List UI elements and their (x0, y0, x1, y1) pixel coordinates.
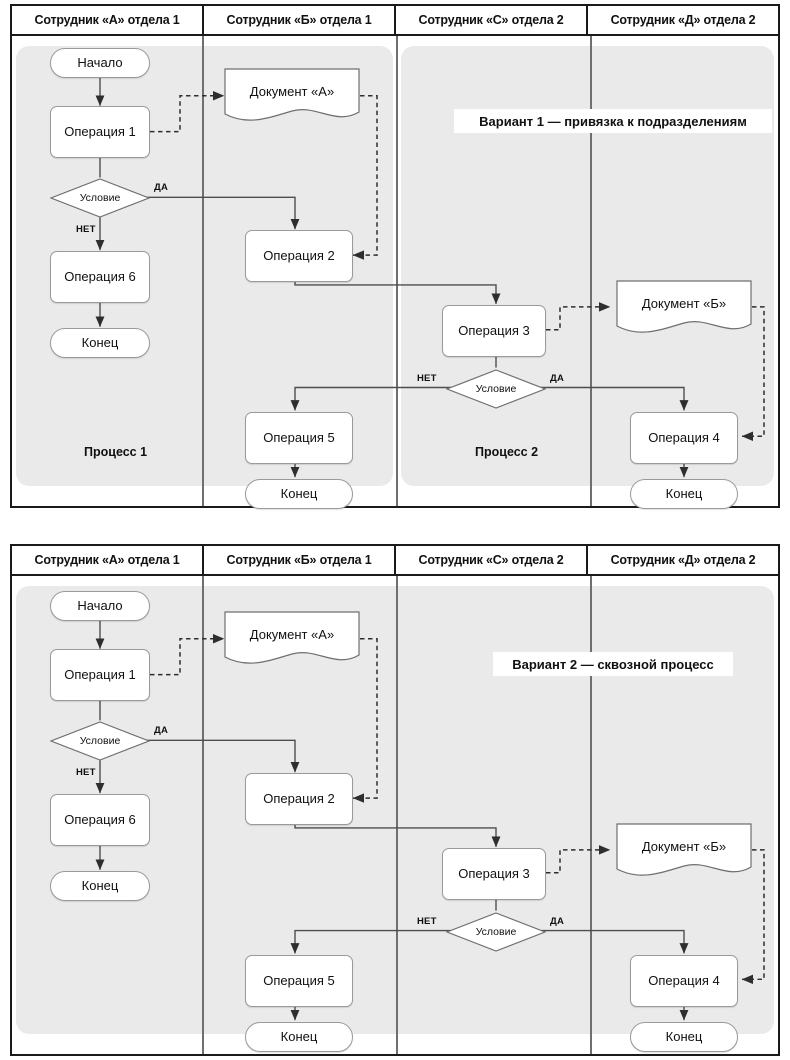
node-operation-6[interactable]: Операция 6 (50, 251, 150, 303)
node-end-5[interactable]: Конец (245, 1022, 353, 1052)
lane-divider-4 (202, 576, 204, 1054)
node-operation-5[interactable]: Операция 5 (245, 412, 353, 464)
node-operation-4[interactable]: Операция 4 (630, 412, 738, 464)
node-condition-1[interactable]: Условие (50, 178, 150, 218)
node-condition-4-label: Условие (475, 926, 517, 938)
edge-label-no-2: НЕТ (417, 373, 437, 384)
node-operation-1[interactable]: Операция 1 (50, 106, 150, 158)
node-operation-3-b[interactable]: Операция 3 (442, 848, 546, 900)
node-operation-5-b[interactable]: Операция 5 (245, 955, 353, 1007)
lane-header-row-2: Сотрудник «А» отдела 1 Сотрудник «Б» отд… (12, 546, 778, 576)
lane-header-employee-b: Сотрудник «Б» отдела 1 (204, 6, 396, 34)
lane-header-employee-b-2: Сотрудник «Б» отдела 1 (204, 546, 396, 574)
node-operation-1-b[interactable]: Операция 1 (50, 649, 150, 701)
pool-label-process-1: Процесс 1 (84, 445, 148, 459)
node-condition-1-label: Условие (79, 192, 121, 204)
lane-divider-2 (396, 36, 398, 506)
lane-divider-1 (202, 36, 204, 506)
node-condition-2-label: Условие (475, 383, 517, 395)
pool-label-process-2: Процесс 2 (475, 445, 539, 459)
node-operation-4-b[interactable]: Операция 4 (630, 955, 738, 1007)
node-document-a-2[interactable]: Документ «А» (224, 611, 360, 667)
edge-label-yes-3: ДА (154, 725, 169, 736)
node-document-b-1-label: Документ «Б» (641, 295, 727, 311)
node-end-2[interactable]: Конец (245, 479, 353, 509)
node-document-b-2[interactable]: Документ «Б» (616, 823, 752, 879)
node-condition-2[interactable]: Условие (446, 369, 546, 409)
banner-variant-1: Вариант 1 — привязка к подразделениям (454, 109, 772, 133)
lane-header-row-1: Сотрудник «А» отдела 1 Сотрудник «Б» отд… (12, 6, 778, 36)
lane-header-employee-d: Сотрудник «Д» отдела 2 (610, 13, 756, 27)
lane-divider-5 (396, 576, 398, 1054)
diagram-1-body: Начало Операция 1 Условие ДА НЕТ Операци… (12, 36, 778, 509)
edge-label-yes-2: ДА (550, 373, 565, 384)
lane-header-employee-c-2: Сотрудник «С» отдела 2 (396, 546, 588, 574)
node-condition-3-label: Условие (79, 735, 121, 747)
lane-divider-6 (590, 576, 592, 1054)
lane-header-employee-d-2: Сотрудник «Д» отдела 2 (610, 553, 756, 567)
edge-label-no-4: НЕТ (417, 916, 437, 927)
node-start-1[interactable]: Начало (50, 48, 150, 78)
diagram-variant-1: Сотрудник «А» отдела 1 Сотрудник «Б» отд… (10, 4, 780, 509)
lane-header-employee-c: Сотрудник «С» отдела 2 (396, 6, 588, 34)
node-end-1[interactable]: Конец (50, 328, 150, 358)
edge-label-yes-1: ДА (154, 182, 169, 193)
node-operation-6-b[interactable]: Операция 6 (50, 794, 150, 846)
node-document-b-2-label: Документ «Б» (641, 838, 727, 854)
edge-label-no-3: НЕТ (76, 767, 96, 778)
node-operation-2[interactable]: Операция 2 (245, 230, 353, 282)
diagram-variant-2: Сотрудник «А» отдела 1 Сотрудник «Б» отд… (10, 544, 780, 1056)
edge-label-no-1: НЕТ (76, 224, 96, 235)
node-document-a-2-label: Документ «А» (249, 626, 335, 642)
node-document-a-1-label: Документ «А» (249, 83, 335, 99)
node-document-b-1[interactable]: Документ «Б» (616, 280, 752, 336)
node-condition-3[interactable]: Условие (50, 721, 150, 761)
node-end-4[interactable]: Конец (50, 871, 150, 901)
lane-divider-3 (590, 36, 592, 506)
node-end-6[interactable]: Конец (630, 1022, 738, 1052)
node-document-a-1[interactable]: Документ «А» (224, 68, 360, 124)
lane-header-employee-a: Сотрудник «А» отдела 1 (12, 6, 204, 34)
node-condition-4[interactable]: Условие (446, 912, 546, 952)
lane-header-employee-a-2: Сотрудник «А» отдела 1 (12, 546, 204, 574)
node-end-3[interactable]: Конец (630, 479, 738, 509)
node-start-2[interactable]: Начало (50, 591, 150, 621)
diagram-2-body: Начало Операция 1 Условие ДА НЕТ Операци… (12, 576, 778, 1054)
edge-label-yes-4: ДА (550, 916, 565, 927)
node-operation-2-b[interactable]: Операция 2 (245, 773, 353, 825)
node-operation-3[interactable]: Операция 3 (442, 305, 546, 357)
banner-variant-2: Вариант 2 — сквозной процесс (493, 652, 733, 676)
